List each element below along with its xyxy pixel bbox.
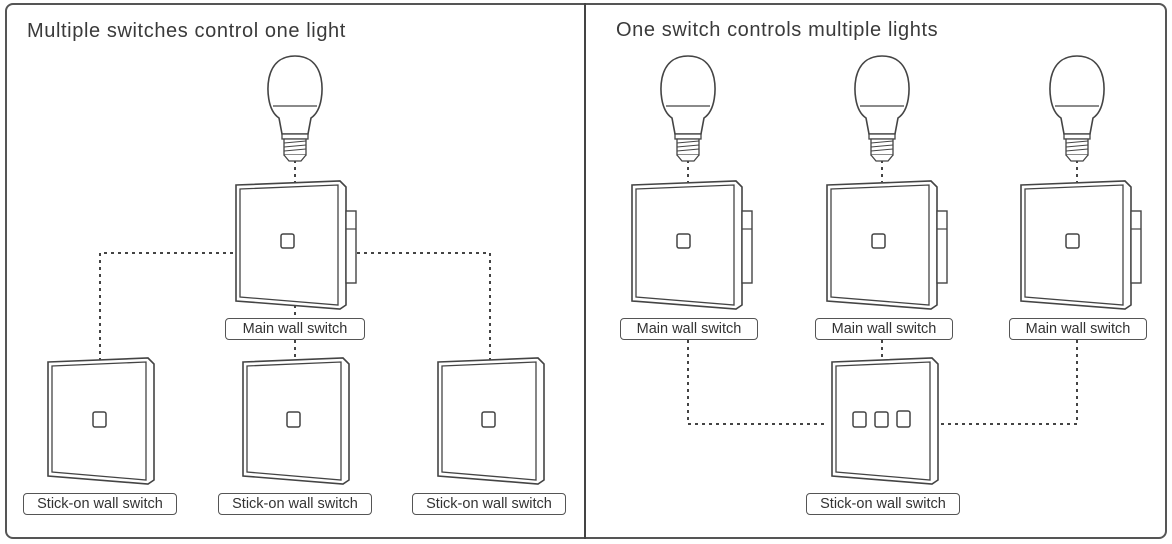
stick-on-wall-switch-label: Stick-on wall switch xyxy=(412,493,566,515)
diagram-frame xyxy=(5,3,1167,539)
stick-on-wall-switch-label: Stick-on wall switch xyxy=(806,493,960,515)
main-wall-switch-icon xyxy=(1020,180,1142,310)
connection-lines-left xyxy=(99,160,491,362)
main-wall-switch-label: Main wall switch xyxy=(1009,318,1147,340)
connection-lines-right xyxy=(687,160,1078,425)
panel-title-left: Multiple switches control one light xyxy=(27,20,346,42)
stick-on-wall-switch-label: Stick-on wall switch xyxy=(23,493,177,515)
stick-on-wall-switch-icon xyxy=(242,357,350,485)
stick-on-wall-switch-icon xyxy=(437,357,545,485)
stick-on-wall-switch-label: Stick-on wall switch xyxy=(218,493,372,515)
light-bulb-icon xyxy=(1049,55,1105,162)
stick-on-wall-switch-3gang-icon xyxy=(831,357,939,485)
stick-on-wall-switch-icon xyxy=(47,357,155,485)
main-wall-switch-label: Main wall switch xyxy=(620,318,758,340)
light-bulb-icon xyxy=(660,55,716,162)
light-bulb-icon xyxy=(854,55,910,162)
main-wall-switch-icon xyxy=(235,180,357,310)
main-wall-switch-icon xyxy=(631,180,753,310)
light-bulb-icon xyxy=(267,55,323,162)
main-wall-switch-label: Main wall switch xyxy=(815,318,953,340)
main-wall-switch-icon xyxy=(826,180,948,310)
main-wall-switch-label: Main wall switch xyxy=(225,318,365,340)
panel-title-right: One switch controls multiple lights xyxy=(616,19,939,41)
panel-divider xyxy=(584,3,586,539)
